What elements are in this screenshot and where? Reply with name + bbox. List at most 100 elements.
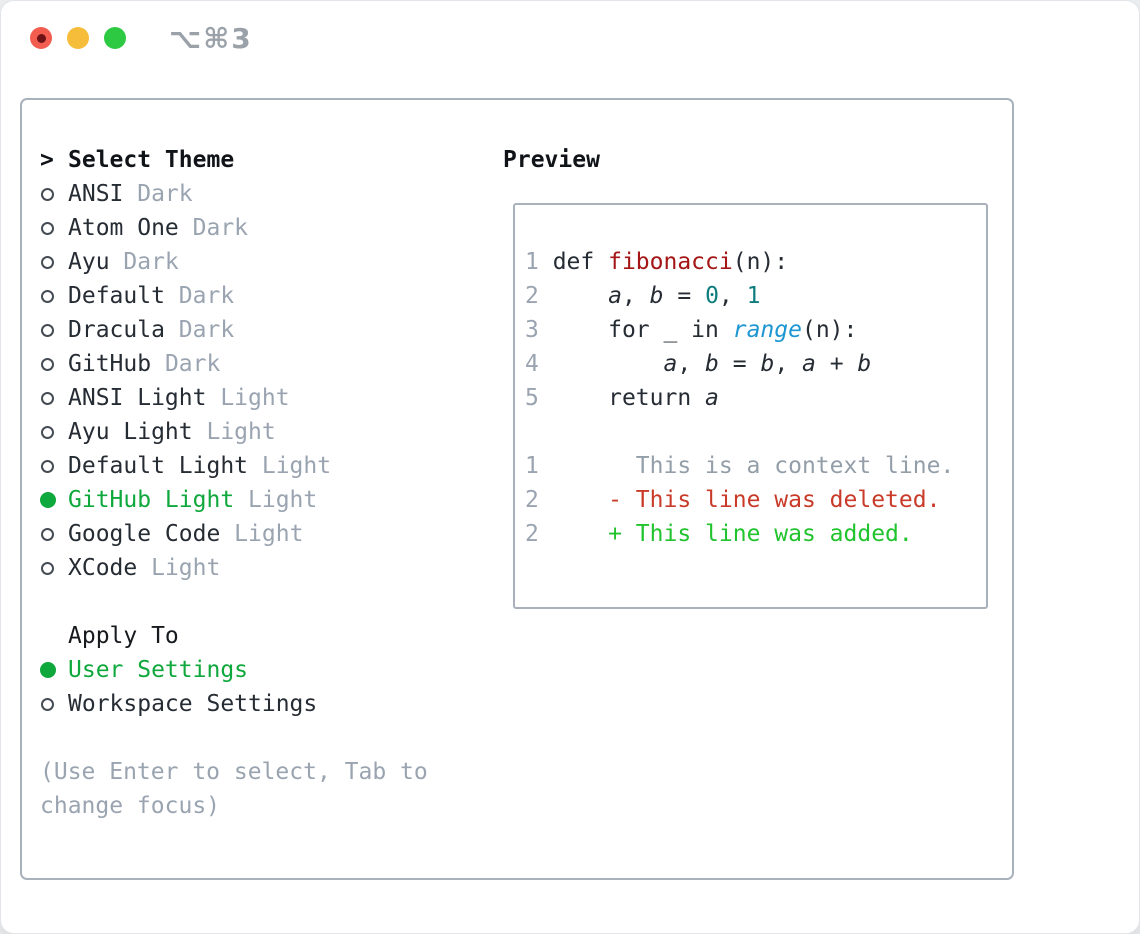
theme-name: ANSI Light bbox=[68, 385, 207, 411]
code-token: , bbox=[677, 351, 706, 377]
theme-name: Ayu Light bbox=[68, 419, 193, 445]
theme-option-xcode[interactable]: XCode Light bbox=[40, 551, 484, 585]
radio-cell bbox=[40, 662, 68, 678]
code-token: def bbox=[552, 249, 609, 275]
apply-option-workspace-settings[interactable]: Workspace Settings bbox=[40, 687, 484, 721]
spacer bbox=[40, 585, 484, 619]
apply-option-label: Workspace Settings bbox=[68, 691, 318, 717]
code-token: b bbox=[760, 351, 775, 377]
diff-line-added: 2 + This line was added. bbox=[525, 517, 986, 551]
theme-variant: Light bbox=[248, 453, 332, 479]
close-dot-icon bbox=[36, 33, 46, 43]
theme-option-ayu-light[interactable]: Ayu Light Light bbox=[40, 415, 484, 449]
minimize-button[interactable] bbox=[67, 27, 89, 49]
line-number: 3 bbox=[525, 317, 553, 343]
close-button[interactable] bbox=[30, 27, 52, 49]
line-number: 2 bbox=[525, 521, 609, 547]
line-number: 2 bbox=[525, 487, 609, 513]
code-line: 2 a, b = 0, 1 bbox=[525, 279, 986, 313]
radio-unselected-icon bbox=[41, 459, 54, 473]
focus-caret: > bbox=[40, 147, 54, 173]
line-number: 5 bbox=[525, 385, 553, 411]
theme-option-google-code[interactable]: Google Code Light bbox=[40, 517, 484, 551]
select-theme-header-row: > Select Theme bbox=[40, 143, 484, 177]
theme-name: GitHub bbox=[68, 351, 152, 377]
theme-variant: Dark bbox=[164, 317, 235, 343]
apply-option-label: User Settings bbox=[68, 657, 249, 683]
code-token: return bbox=[552, 385, 706, 411]
theme-option-ayu[interactable]: Ayu Dark bbox=[40, 245, 484, 279]
theme-variant: Light bbox=[220, 521, 304, 547]
select-theme-heading: Select Theme bbox=[68, 147, 235, 173]
theme-option-default-light[interactable]: Default Light Light bbox=[40, 449, 484, 483]
code-token: = bbox=[718, 351, 761, 377]
radio-selected-icon bbox=[40, 662, 56, 678]
theme-name: Dracula bbox=[68, 317, 165, 343]
theme-option-atom-one[interactable]: Atom One Dark bbox=[40, 211, 484, 245]
theme-option-github[interactable]: GitHub Dark bbox=[40, 347, 484, 381]
radio-cell bbox=[40, 425, 68, 439]
theme-name: ANSI bbox=[68, 181, 124, 207]
theme-name: GitHub Light bbox=[68, 487, 235, 513]
preview-heading: Preview bbox=[503, 147, 600, 173]
line-number: 2 bbox=[525, 283, 553, 309]
apply-to-heading: Apply To bbox=[68, 623, 179, 649]
theme-option-ansi[interactable]: ANSI Dark bbox=[40, 177, 484, 211]
radio-cell bbox=[40, 323, 68, 337]
window-title: ⌥⌘3 bbox=[169, 22, 253, 55]
radio-unselected-icon bbox=[41, 357, 54, 371]
theme-option-ansi-light[interactable]: ANSI Light Light bbox=[40, 381, 484, 415]
spacer bbox=[40, 721, 484, 755]
radio-unselected-icon bbox=[41, 323, 54, 337]
theme-variant: Light bbox=[192, 419, 276, 445]
radio-cell bbox=[40, 459, 68, 473]
code-token: a bbox=[608, 283, 622, 309]
diff-text: + This line was added. bbox=[608, 521, 913, 547]
apply-option-user-settings[interactable]: User Settings bbox=[40, 653, 484, 687]
theme-option-default[interactable]: Default Dark bbox=[40, 279, 484, 313]
code-token: b bbox=[705, 351, 719, 377]
theme-variant: Dark bbox=[109, 249, 179, 275]
apply-to-header-row: Apply To bbox=[40, 619, 484, 653]
theme-name: XCode bbox=[68, 555, 138, 581]
theme-variant: Light bbox=[137, 555, 221, 581]
theme-variant: Dark bbox=[151, 351, 221, 377]
theme-variant: Light bbox=[234, 487, 318, 513]
preview-column: Preview 1 def fibonacci(n):2 a, b = 0, 1… bbox=[484, 143, 1012, 878]
hint-line-2: change focus) bbox=[40, 793, 221, 819]
radio-cell bbox=[40, 391, 68, 405]
radio-unselected-icon bbox=[41, 697, 54, 711]
blank-line bbox=[525, 415, 986, 449]
line-number: 4 bbox=[525, 351, 553, 377]
code-token: + bbox=[815, 351, 858, 377]
radio-unselected-icon bbox=[41, 187, 54, 201]
theme-option-github-light[interactable]: GitHub Light Light bbox=[40, 483, 484, 517]
theme-variant: Light bbox=[206, 385, 290, 411]
theme-variant: Dark bbox=[123, 181, 193, 207]
radio-unselected-icon bbox=[41, 221, 54, 235]
code-token: , bbox=[774, 351, 803, 377]
theme-option-dracula[interactable]: Dracula Dark bbox=[40, 313, 484, 347]
radio-unselected-icon bbox=[41, 255, 54, 269]
code-token: , bbox=[621, 283, 650, 309]
theme-name: Atom One bbox=[68, 215, 179, 241]
code-token: (n): bbox=[732, 249, 789, 275]
code-token: 1 bbox=[746, 283, 761, 309]
radio-unselected-icon bbox=[41, 391, 54, 405]
radio-cell bbox=[40, 357, 68, 371]
diff-text: This is a context line. bbox=[635, 453, 955, 479]
zoom-button[interactable] bbox=[104, 27, 126, 49]
radio-unselected-icon bbox=[41, 289, 54, 303]
radio-cell bbox=[40, 289, 68, 303]
radio-cell bbox=[40, 492, 68, 508]
theme-variant: Dark bbox=[178, 215, 249, 241]
radio-cell bbox=[40, 255, 68, 269]
radio-cell bbox=[40, 697, 68, 711]
code-token: range bbox=[732, 317, 802, 343]
